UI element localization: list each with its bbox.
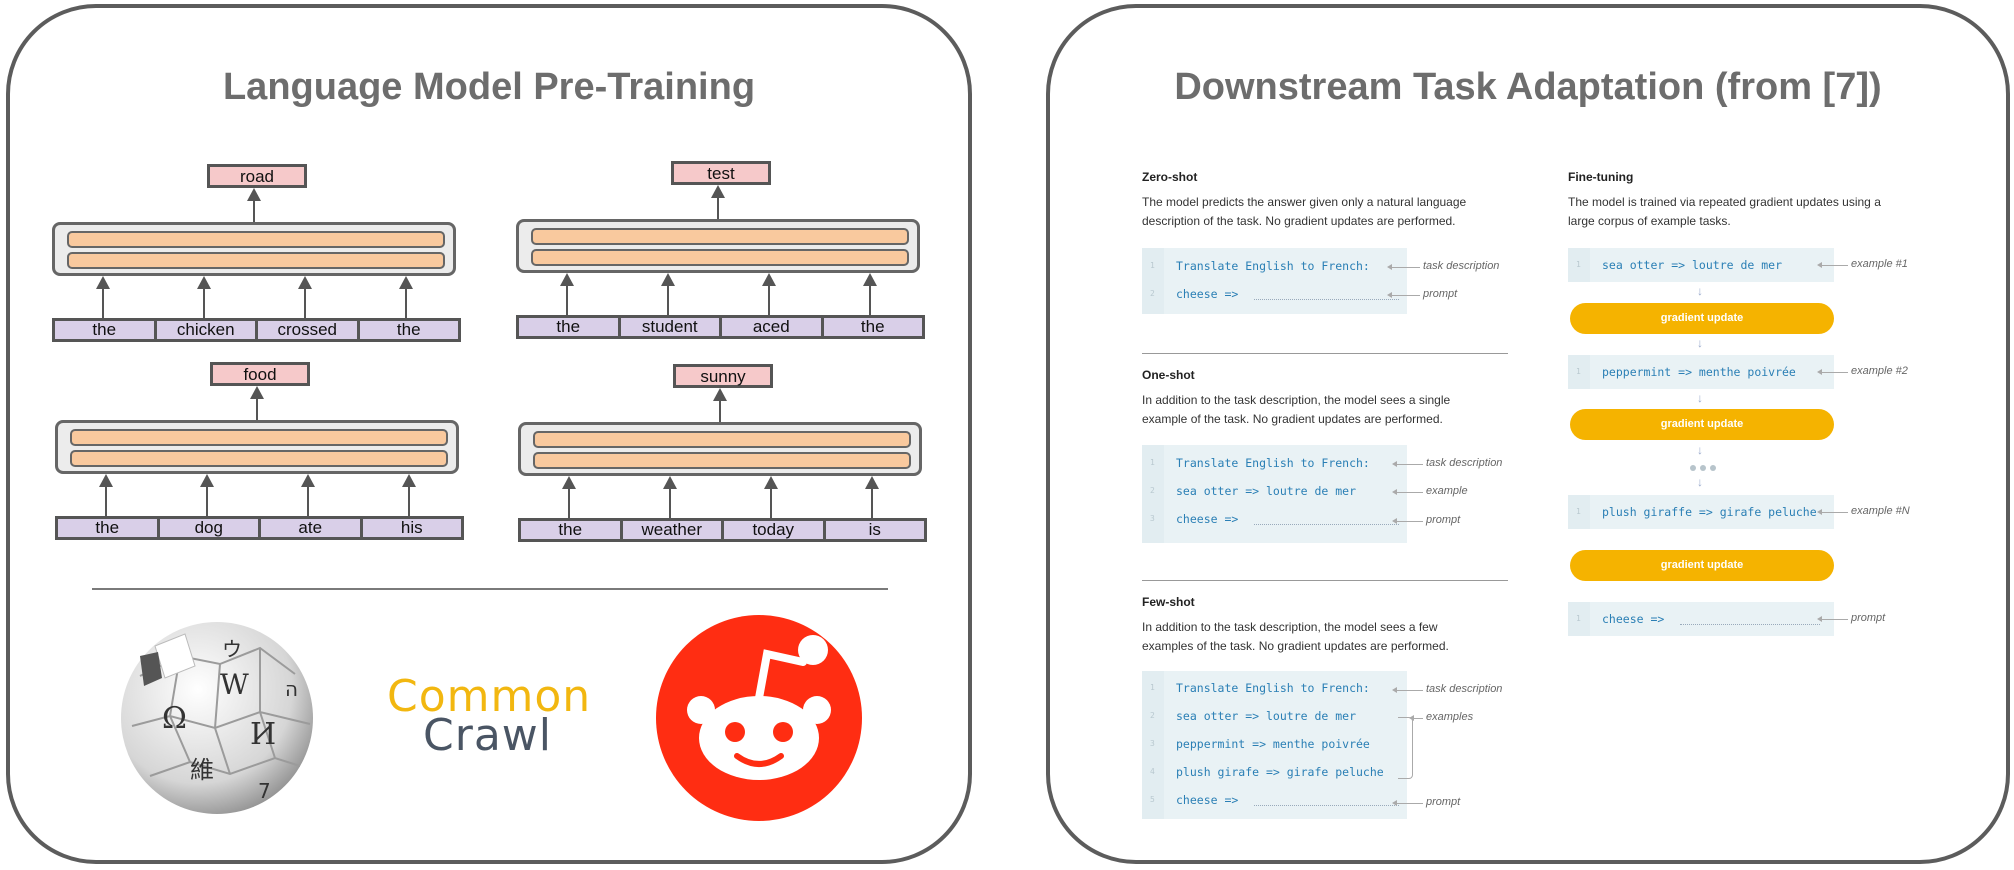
- predicted-token: food: [210, 362, 310, 386]
- annotation: prompt: [1426, 796, 1461, 808]
- wiki-glyph: Ω: [162, 701, 187, 736]
- section-divider: [1142, 580, 1508, 581]
- predicted-token: test: [671, 161, 771, 185]
- annotation: task description: [1426, 457, 1503, 469]
- input-tokens: the weather today is: [518, 518, 927, 542]
- ellipsis-dot: [1710, 465, 1716, 471]
- lm-diagram-2: test the student aced the: [516, 161, 926, 351]
- adaptation-title: Downstream Task Adaptation (from [7]): [1174, 66, 1882, 108]
- annotation: task description: [1426, 683, 1503, 695]
- wiki-glyph: 7: [258, 779, 271, 803]
- transformer-model: [516, 219, 920, 273]
- arrow-down-icon: ↓: [1697, 284, 1703, 298]
- annotation: example #N: [1851, 505, 1910, 517]
- input-tokens: the dog ate his: [55, 516, 464, 540]
- annotation: example #1: [1851, 258, 1908, 270]
- predicted-token: road: [207, 164, 307, 188]
- section-divider: [1142, 353, 1508, 354]
- wiki-glyph: ה: [285, 677, 298, 701]
- token: the: [52, 318, 157, 342]
- wiki-glyph: 維: [190, 756, 214, 784]
- token: dog: [156, 516, 261, 540]
- one-shot-desc: In addition to the task description, the…: [1142, 393, 1451, 426]
- token: ate: [258, 516, 363, 540]
- arrow-down-icon: ↓: [1697, 391, 1703, 405]
- transformer-model: [518, 422, 922, 476]
- fine-tuning-desc: The model is trained via repeated gradie…: [1568, 195, 1881, 228]
- wikipedia-globe-icon: Ω W И 維 ウ 7 ה: [121, 622, 313, 814]
- token: chicken: [153, 318, 258, 342]
- token: is: [822, 518, 927, 542]
- few-shot-desc: In addition to the task description, the…: [1142, 620, 1449, 653]
- annotation: prompt: [1426, 514, 1461, 526]
- zero-shot-title: Zero-shot: [1142, 170, 1198, 184]
- lm-diagram-4: sunny the weather today is: [518, 364, 928, 554]
- fine-tuning-title: Fine-tuning: [1568, 170, 1634, 184]
- token: aced: [719, 315, 824, 339]
- arrow-down-icon: ↓: [1697, 336, 1703, 350]
- common-crawl-logo-line1: Common: [387, 671, 592, 722]
- input-tokens: the chicken crossed the: [52, 318, 461, 342]
- wiki-glyph: И: [250, 717, 276, 752]
- wiki-glyph: ウ: [222, 637, 242, 661]
- common-crawl-logo-line2: Crawl: [423, 710, 552, 761]
- ellipsis-dot: [1690, 465, 1696, 471]
- gradient-update-pill: gradient update: [1570, 409, 1834, 440]
- token: his: [359, 516, 464, 540]
- annotation: examples: [1426, 711, 1474, 723]
- annotation: example #2: [1851, 365, 1908, 377]
- token: the: [55, 516, 160, 540]
- predicted-token: sunny: [673, 364, 773, 388]
- token: the: [518, 518, 623, 542]
- token: today: [721, 518, 826, 542]
- few-shot-title: Few-shot: [1142, 595, 1195, 609]
- token: the: [356, 318, 461, 342]
- left-divider: [92, 588, 888, 590]
- transformer-model: [55, 420, 459, 474]
- annotation: prompt: [1423, 288, 1458, 300]
- arrow-down-icon: ↓: [1697, 443, 1703, 457]
- zero-shot-desc: The model predicts the answer given only…: [1142, 195, 1467, 228]
- token: crossed: [255, 318, 360, 342]
- annotation: example: [1426, 485, 1468, 497]
- token: student: [617, 315, 722, 339]
- token: the: [820, 315, 925, 339]
- gradient-update-pill: gradient update: [1570, 550, 1834, 581]
- token: the: [516, 315, 621, 339]
- arrow-down-icon: ↓: [1697, 475, 1703, 489]
- pretraining-title: Language Model Pre-Training: [222, 66, 756, 108]
- lm-diagram-3: food the dog ate his: [55, 362, 465, 552]
- annotation: prompt: [1851, 612, 1886, 624]
- token: weather: [619, 518, 724, 542]
- input-tokens: the student aced the: [516, 315, 925, 339]
- gradient-update-pill: gradient update: [1570, 303, 1834, 334]
- lm-diagram-1: road the chicken crossed the: [52, 164, 462, 354]
- reddit-alien-icon: [656, 615, 862, 821]
- transformer-model: [52, 222, 456, 276]
- one-shot-title: One-shot: [1142, 368, 1195, 382]
- ellipsis-dot: [1700, 465, 1706, 471]
- annotation: task description: [1423, 260, 1500, 272]
- wiki-glyph: W: [220, 668, 249, 701]
